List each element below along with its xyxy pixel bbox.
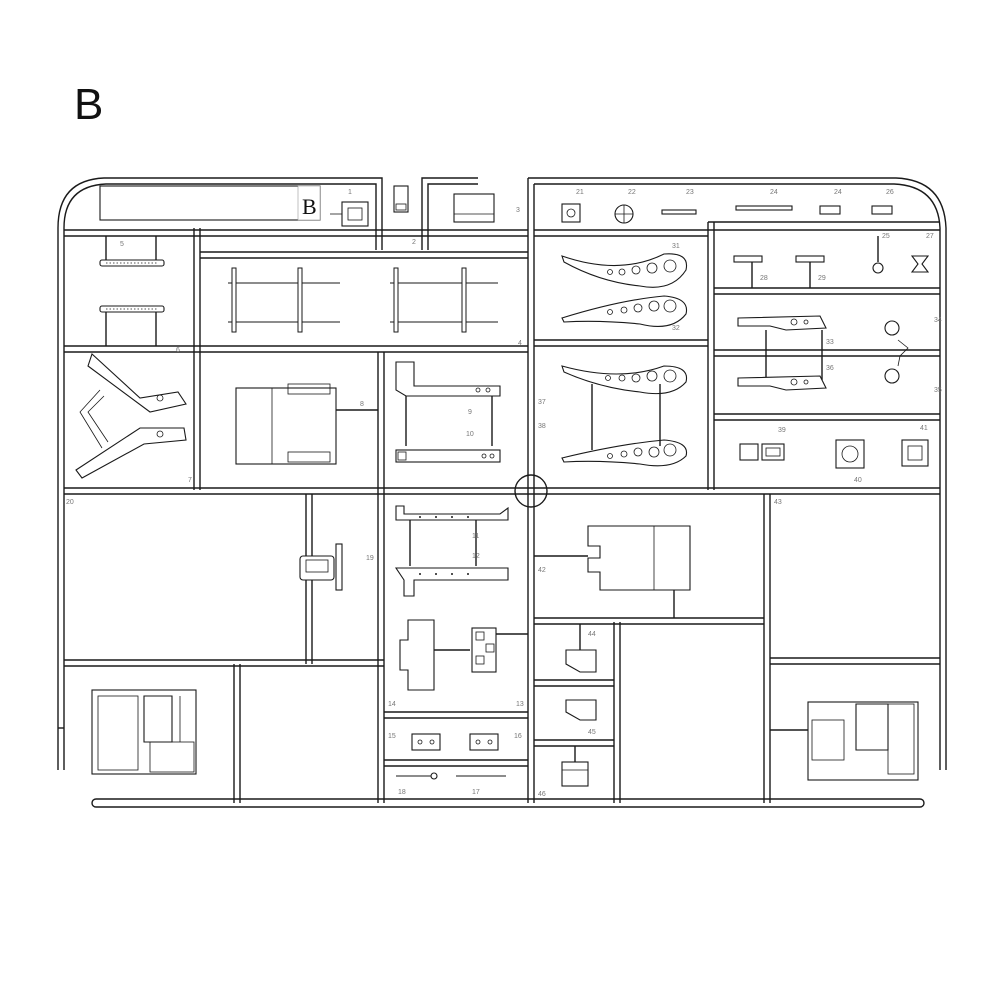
part-num-38: 38: [538, 423, 546, 430]
part-num-18: 18: [398, 789, 406, 796]
part-32: [561, 295, 688, 327]
part-num-15: 15: [388, 733, 396, 740]
part-33: [561, 365, 688, 395]
part-num-16: 16: [514, 733, 522, 740]
part-num-32: 32: [672, 325, 680, 332]
part-34: [561, 384, 688, 467]
cab-right: [770, 701, 919, 781]
part-num-34: 34: [934, 317, 942, 324]
part-num-43: 43: [774, 499, 782, 506]
part-24: [735, 205, 793, 211]
sprue-label-plate: [99, 185, 321, 221]
part-10: [395, 449, 501, 463]
part-12: [394, 567, 509, 597]
cab-left: [91, 689, 197, 775]
part-11: [395, 505, 509, 566]
part-num-23: 23: [686, 189, 694, 196]
part-num-5: 5: [120, 241, 124, 248]
part-14: [399, 619, 470, 691]
part-num-2: 2: [412, 239, 416, 246]
vertical-runners: [193, 178, 771, 803]
part-num-27: 27: [926, 233, 934, 240]
horizontal-runners: [58, 221, 940, 767]
part-17: [396, 772, 506, 780]
part-7: [75, 353, 187, 479]
part-26: [871, 205, 893, 215]
part-6: [99, 305, 165, 346]
part-23: [661, 209, 697, 215]
part-num-3: 3: [516, 207, 520, 214]
outer-runner: [57, 177, 947, 808]
part-num-44: 44: [588, 631, 596, 638]
part-num-20: 20: [66, 499, 74, 506]
part-num-36: 36: [826, 365, 834, 372]
part-num-10: 10: [466, 431, 474, 438]
part-num-8: 8: [360, 401, 364, 408]
part-38: [739, 443, 785, 461]
part-40: [835, 439, 865, 469]
part-num-4: 4: [518, 340, 522, 347]
part-number-labels: 1 2 3 4 5 6 7 8 9 10 11 12 13 14 15 16 1…: [66, 189, 942, 798]
part-22: [614, 204, 634, 224]
part-num-29: 29: [818, 275, 826, 282]
part-num-46: 46: [538, 791, 546, 798]
part-15: [299, 543, 343, 591]
part-num-7: 7: [188, 477, 192, 484]
part-num-21: 21: [576, 189, 584, 196]
part-36: [737, 375, 827, 391]
part-num-13: 13: [516, 701, 524, 708]
part-41: [901, 439, 929, 467]
part-25: [872, 236, 884, 274]
part-num-11: 11: [472, 533, 479, 540]
part-num-28: 28: [760, 275, 768, 282]
part-35: [737, 315, 827, 380]
part-24b: [819, 205, 841, 215]
part-num-25: 25: [882, 233, 890, 240]
part-num-37: 37: [538, 399, 546, 406]
part-num-24b: 24: [834, 189, 842, 196]
part-13: [471, 627, 528, 673]
part-num-33: 33: [826, 339, 834, 346]
part-31: [561, 253, 688, 288]
part-16: [411, 733, 499, 751]
part-21: [561, 203, 581, 223]
part-num-40: 40: [854, 477, 862, 484]
part-num-35: 35: [934, 387, 942, 394]
part-num-41: 41: [920, 425, 928, 432]
part-9: [395, 361, 501, 446]
part-37: [884, 320, 909, 384]
part-27: [910, 255, 930, 273]
part-num-42: 42: [538, 567, 546, 574]
part-num-45: 45: [588, 729, 596, 736]
part-num-22: 22: [628, 189, 636, 196]
part-num-26: 26: [886, 189, 894, 196]
part-4-rods: [228, 267, 498, 333]
part-46: [561, 746, 589, 787]
part-num-14: 14: [388, 701, 396, 708]
part-num-1: 1: [348, 189, 352, 196]
sprue-tag-letter: B: [302, 194, 317, 219]
part-num-17: 17: [472, 789, 480, 796]
part-1: [330, 201, 369, 227]
part-5: [99, 236, 165, 267]
part-num-31: 31: [672, 243, 680, 250]
runner-ring-joint: [514, 474, 548, 508]
part-num-24: 24: [770, 189, 778, 196]
part-42: [534, 525, 691, 618]
part-30: [733, 255, 825, 288]
part-2: [393, 185, 409, 213]
sheet-letter: B: [74, 80, 104, 129]
part-3: [453, 193, 495, 223]
part-8: [235, 383, 378, 465]
part-num-19: 19: [366, 555, 374, 562]
part-num-9: 9: [468, 409, 472, 416]
part-num-39: 39: [778, 427, 786, 434]
part-num-6: 6: [176, 347, 180, 354]
part-num-12: 12: [472, 553, 480, 560]
part-44: [565, 624, 597, 721]
